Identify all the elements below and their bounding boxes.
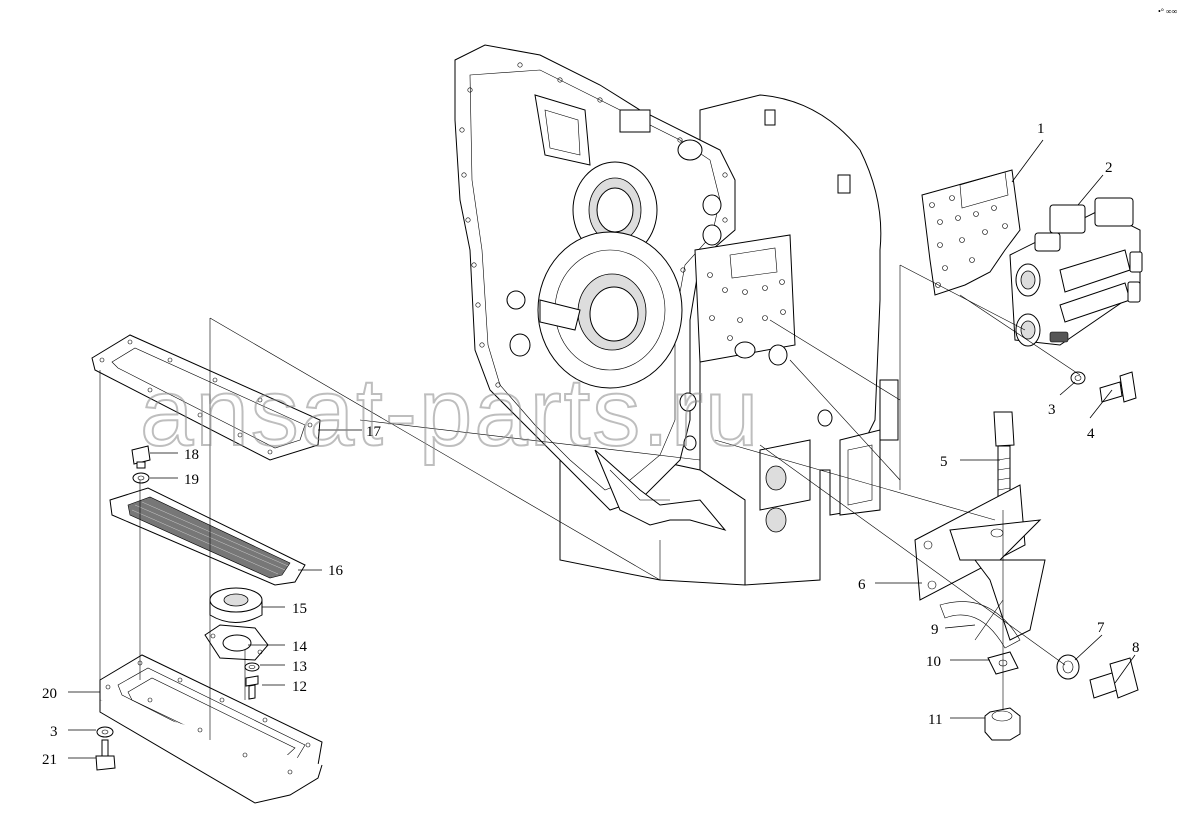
corner-mark: •° ∞∞ <box>1158 7 1178 16</box>
callout-leaders <box>68 139 1136 759</box>
callout-9: 9 <box>931 622 939 638</box>
part-bracket-6 <box>914 484 1046 641</box>
part-strap-9 <box>939 601 1021 649</box>
callout-4: 4 <box>1087 426 1095 442</box>
part-nut-11 <box>984 707 1021 741</box>
gearbox-housing <box>454 44 899 586</box>
callout-17: 17 <box>366 424 382 440</box>
callout-10: 10 <box>926 654 941 670</box>
part-washer-13 <box>244 662 260 672</box>
callout-2: 2 <box>1105 160 1113 176</box>
part-plug-18 <box>131 445 151 469</box>
part-seal-15 <box>209 587 263 623</box>
callout-18: 18 <box>184 447 199 463</box>
callout-1: 1 <box>1037 121 1045 137</box>
callout-16: 16 <box>328 563 344 579</box>
part-washer-3-lower <box>96 726 114 738</box>
assembly-lines <box>99 264 1081 740</box>
watermark: ansat-parts.ru <box>140 359 760 466</box>
part-washer-7 <box>1056 654 1080 680</box>
callout-12: 12 <box>292 679 307 695</box>
flange-bolt-holes <box>459 62 728 388</box>
part-bolt-8 <box>1089 657 1139 699</box>
callout-20: 20 <box>42 686 57 702</box>
callout-15: 15 <box>292 601 307 617</box>
part-plate-14 <box>204 624 269 661</box>
callout-7: 7 <box>1097 620 1105 636</box>
callout-6: 6 <box>858 577 866 593</box>
part-bolt-21 <box>95 739 116 771</box>
part-bolt-4 <box>1099 371 1137 403</box>
part-strainer-16 <box>109 487 306 586</box>
callout-19: 19 <box>184 472 199 488</box>
part-oil-pan-20 <box>99 654 323 804</box>
part-bolt-12 <box>245 675 259 700</box>
callout-13: 13 <box>292 659 307 675</box>
callout-8: 8 <box>1132 640 1140 656</box>
callout-3: 3 <box>1048 402 1056 418</box>
part-washer-3 <box>1070 371 1086 385</box>
callout-11: 11 <box>928 712 942 728</box>
callout-3-lower: 3 <box>50 724 58 740</box>
part-valve-block-2 <box>1009 197 1143 347</box>
part-gasket-17 <box>91 334 321 461</box>
callout-21: 21 <box>42 752 57 768</box>
part-washer-19 <box>132 472 150 484</box>
callout-5: 5 <box>940 454 948 470</box>
callout-labels: 1 2 3 4 5 6 7 8 9 10 11 12 13 14 15 16 1… <box>42 121 1140 768</box>
part-plate-1 <box>921 169 1021 296</box>
callout-14: 14 <box>292 639 308 655</box>
housing-plate-holes <box>707 272 786 341</box>
